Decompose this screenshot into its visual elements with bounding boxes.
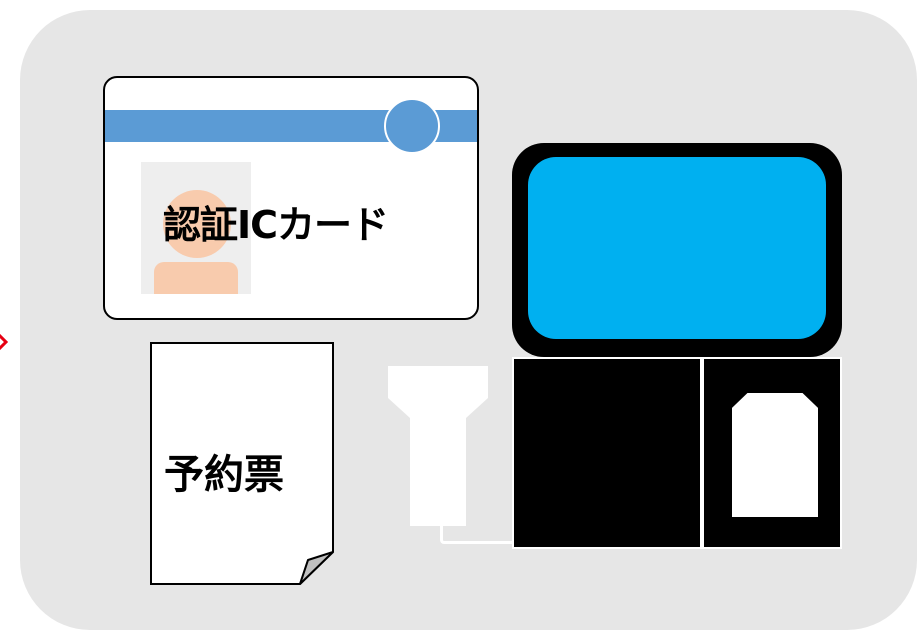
terminal-monitor	[512, 143, 842, 357]
ticket-label: 予約票	[164, 452, 284, 498]
card-reader-icon	[388, 366, 488, 526]
terminal-base-left	[512, 357, 702, 549]
ticket-document-icon	[150, 342, 334, 585]
card-photo	[141, 162, 251, 294]
terminal-base-right	[702, 357, 842, 549]
terminal-screen	[528, 157, 826, 339]
red-arrow-icon	[0, 333, 9, 351]
card-label: 認証ICカード	[163, 203, 389, 247]
person-head-icon	[163, 190, 231, 258]
ticket-slot-icon	[732, 393, 818, 517]
card-chip-icon	[384, 98, 440, 154]
person-body-icon	[154, 262, 238, 294]
ic-card: 認証ICカード	[103, 76, 479, 320]
